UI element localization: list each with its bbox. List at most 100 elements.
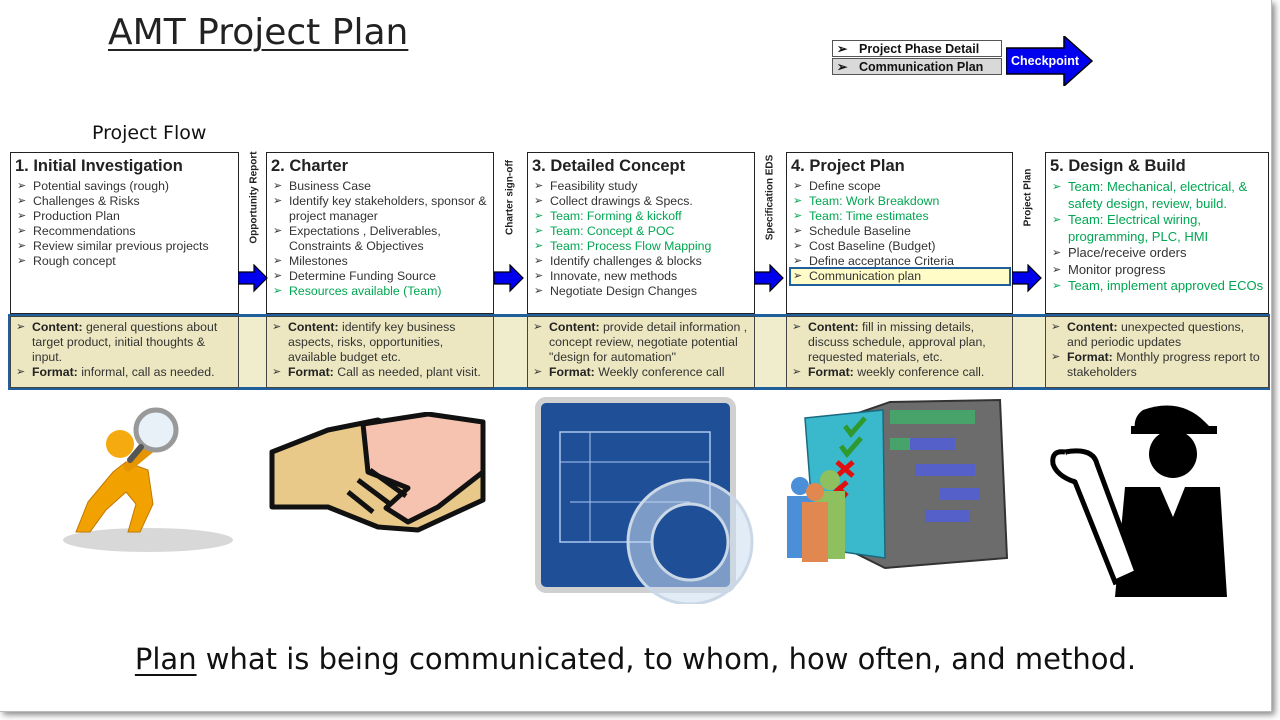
communication-plan-cell-3: Content: provide detail information , co… — [527, 316, 755, 388]
phase-task-item: Schedule Baseline — [791, 224, 1009, 239]
phase-task-item: Feasibility study — [532, 179, 751, 194]
content-line: Content: unexpected questions, and perio… — [1049, 320, 1265, 350]
legend-label: Project Phase Detail — [859, 42, 980, 56]
phase-title: 4. Project Plan — [791, 157, 905, 175]
phase-title: 3. Detailed Concept — [532, 157, 686, 175]
phase-task-item: Team: Electrical wiring, programming, PL… — [1050, 212, 1265, 245]
format-label: Format: — [808, 365, 854, 379]
content-text: fill in missing details, discuss schedul… — [808, 320, 986, 364]
communication-plan-cell-5: Content: unexpected questions, and perio… — [1045, 316, 1269, 388]
phase-card-4: 4. Project PlanDefine scopeTeam: Work Br… — [786, 152, 1013, 314]
phase-task-item: Rough concept — [15, 254, 235, 269]
format-line: Format: Call as needed, plant visit. — [270, 365, 490, 380]
content-line: Content: fill in missing details, discus… — [790, 320, 1009, 365]
format-text: Weekly conference call — [598, 365, 725, 379]
phase-task-item: Team: Time estimates — [791, 209, 1009, 224]
engineer-hardhat-icon — [1050, 405, 1227, 597]
content-line: Content: general questions about target … — [14, 320, 235, 365]
flow-label: Project Flow — [92, 122, 207, 144]
legend-phase-detail: ➢ Project Phase Detail — [832, 40, 1002, 57]
phase-task-item: Team: Process Flow Mapping — [532, 239, 751, 254]
format-label: Format: — [1067, 350, 1113, 364]
gantt-checklist-team-icon — [787, 398, 1009, 570]
gate-label: Specification EDS — [764, 154, 776, 241]
bottom-underlined-word: Plan — [134, 642, 197, 676]
blueprint-protractor-icon — [535, 397, 754, 604]
format-label: Format: — [288, 365, 334, 379]
bottom-rest: what is being communicated, to whom, how… — [196, 642, 1137, 676]
format-line: Format: weekly conference call. — [790, 365, 1009, 380]
phase-task-item: Production Plan — [15, 209, 235, 224]
phase-task-item: Communication plan — [789, 267, 1011, 286]
phase-task-item: Business Case — [271, 179, 490, 194]
phase-task-item: Recommendations — [15, 224, 235, 239]
content-label: Content: — [808, 320, 859, 334]
phase-task-item: Team: Mechanical, electrical, & safety d… — [1050, 179, 1265, 212]
content-text: general questions about target product, … — [32, 320, 218, 364]
phase-card-5: 5. Design & BuildTeam: Mechanical, elect… — [1045, 152, 1269, 314]
content-label: Content: — [549, 320, 600, 334]
magnifier-figure-icon — [63, 407, 233, 552]
phase-task-item: Collect drawings & Specs. — [532, 194, 751, 209]
phase-task-item: Place/receive orders — [1050, 245, 1265, 262]
bottom-statement: Plan what is being communicated, to whom… — [0, 642, 1271, 676]
phase-task-item: Identify challenges & blocks — [532, 254, 751, 269]
phase-task-item: Innovate, new methods — [532, 269, 751, 284]
phase-task-item: Expectations , Deliverables, Constraints… — [271, 224, 490, 254]
checkpoint-gate-4: Project Plan — [1012, 152, 1042, 312]
phase-title: 2. Charter — [271, 157, 349, 175]
communication-plan-cell-4: Content: fill in missing details, discus… — [786, 316, 1013, 388]
format-text: Monthly progress report to stakeholders — [1067, 350, 1260, 379]
gate-label: Project Plan — [1022, 168, 1034, 227]
phase-task-item: Define scope — [791, 179, 1009, 194]
phase-task-item: Determine Funding Source — [271, 269, 490, 284]
phase-task-list: Business CaseIdentify key stakeholders, … — [271, 179, 490, 299]
content-label: Content: — [1067, 320, 1118, 334]
phase-title: 1. Initial Investigation — [15, 157, 183, 175]
gate-label: Opportunity Report — [248, 151, 260, 244]
format-line: Format: Weekly conference call — [531, 365, 751, 380]
format-line: Format: informal, call as needed. — [14, 365, 235, 380]
format-text: informal, call as needed. — [81, 365, 215, 379]
content-text: identify key business aspects, risks, op… — [288, 320, 456, 364]
format-line: Format: Monthly progress report to stake… — [1049, 350, 1265, 380]
phase-task-item: Potential savings (rough) — [15, 179, 235, 194]
content-label: Content: — [32, 320, 83, 334]
checkpoint-arrow-icon — [1012, 264, 1042, 293]
checkpoint-arrow-icon — [238, 264, 268, 293]
communication-plan-cell-2: Content: identify key business aspects, … — [266, 316, 494, 388]
gate-label: Charter sign-off — [504, 160, 516, 235]
checkpoint-arrow-icon — [1006, 36, 1094, 86]
checkpoint-label: Checkpoint — [1011, 54, 1080, 68]
format-text: Call as needed, plant visit. — [337, 365, 481, 379]
phase-task-item: Resources available (Team) — [271, 284, 490, 299]
legend-label: Communication Plan — [859, 60, 984, 74]
phase-task-item: Challenges & Risks — [15, 194, 235, 209]
checkpoint-legend: Checkpoint — [1006, 36, 1094, 86]
phase-task-item: Define acceptance Criteria — [791, 254, 1009, 269]
checkpoint-gate-1: Opportunity Report — [238, 151, 268, 312]
phase-task-item: Negotiate Design Changes — [532, 284, 751, 299]
phase-task-item: Team, implement approved ECOs — [1050, 278, 1265, 295]
phase-task-item: Team: Concept & POC — [532, 224, 751, 239]
content-line: Content: identify key business aspects, … — [270, 320, 490, 365]
legend-arrow-icon: ➢ — [837, 42, 848, 56]
phase-task-list: Define scopeTeam: Work BreakdownTeam: Ti… — [789, 179, 1011, 286]
page-title: AMT Project Plan — [108, 12, 409, 53]
phase-title: 5. Design & Build — [1050, 157, 1186, 175]
content-text: provide detail information , concept rev… — [549, 320, 748, 364]
phase-card-3: 3. Detailed ConceptFeasibility studyColl… — [527, 152, 755, 314]
format-label: Format: — [32, 365, 78, 379]
format-text: weekly conference call. — [857, 365, 985, 379]
phase-task-item: Milestones — [271, 254, 490, 269]
checkpoint-arrow-icon — [754, 264, 784, 293]
handshake-icon — [269, 412, 486, 533]
phase-card-2: 2. CharterBusiness CaseIdentify key stak… — [266, 152, 494, 314]
communication-plan-cell-1: Content: general questions about target … — [10, 316, 239, 388]
content-line: Content: provide detail information , co… — [531, 320, 751, 365]
phase-task-item: Team: Forming & kickoff — [532, 209, 751, 224]
legend: ➢ Project Phase Detail ➢ Communication Pla… — [832, 40, 1002, 75]
content-label: Content: — [288, 320, 339, 334]
checkpoint-gate-2: Charter sign-off — [494, 152, 524, 312]
